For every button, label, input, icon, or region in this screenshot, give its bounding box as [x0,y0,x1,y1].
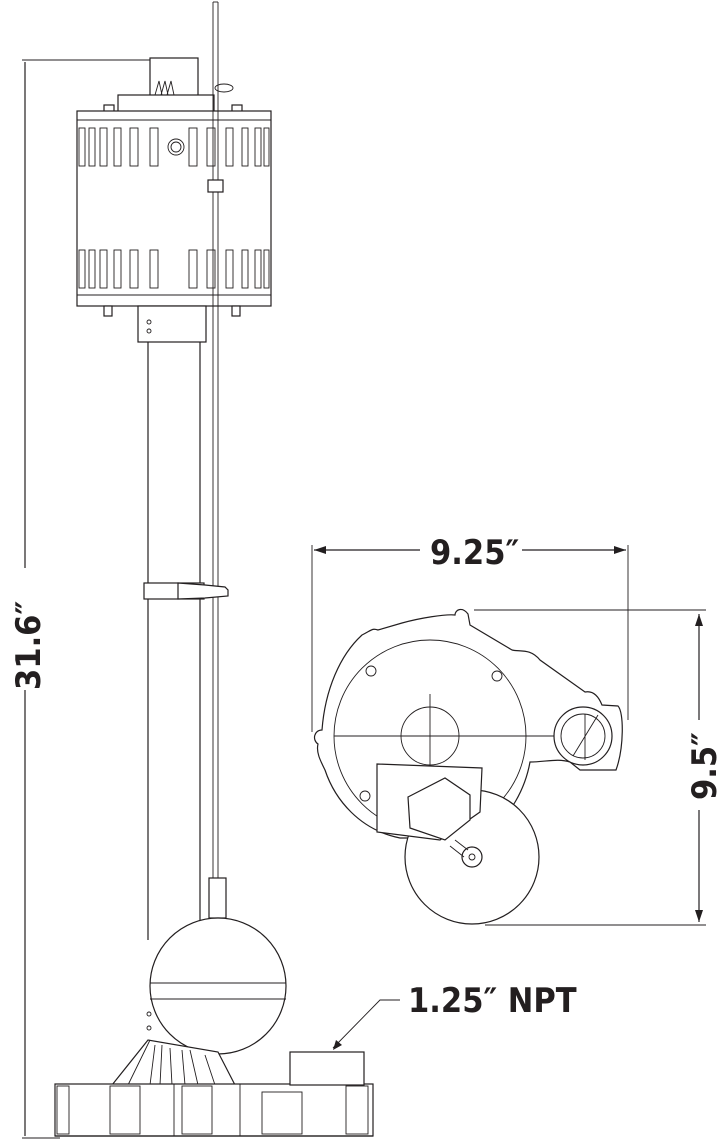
height-label: 31.6″ [9,601,49,690]
motor-housing [76,57,272,343]
width-label: 9.25″ [430,533,519,573]
discharge-label: 1.25″ NPT [408,981,577,1021]
pump-base [54,1039,374,1137]
discharge-callout: 1.25″ NPT [332,981,577,1050]
depth-label: 9.5″ [685,732,720,800]
plan-view: 9.25″ 9.5″ [311,533,720,926]
height-dimension: 31.6″ [9,59,150,1139]
pump-column [143,1,287,1055]
